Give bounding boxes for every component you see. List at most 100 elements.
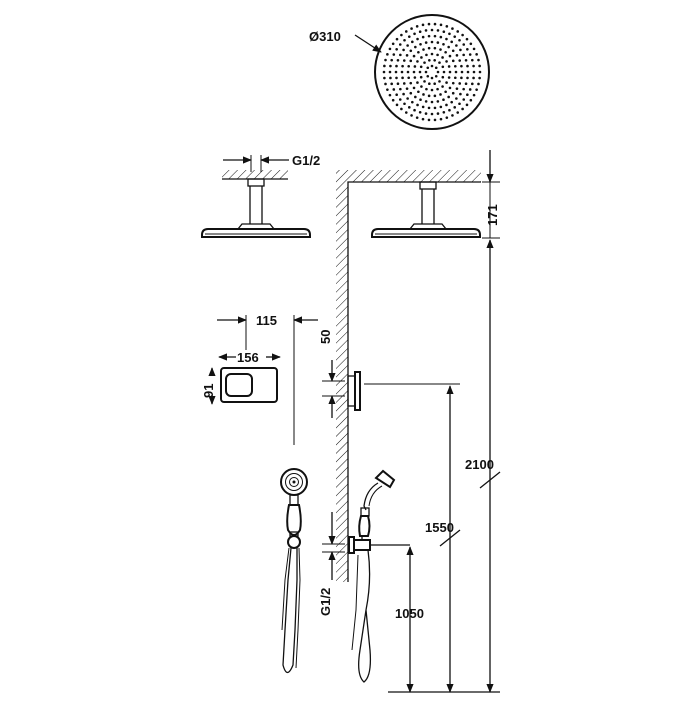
nozzle-dot (451, 91, 455, 95)
nozzle-dot (451, 59, 455, 63)
nozzle-dot (464, 59, 468, 62)
nozzle-dot (472, 76, 475, 80)
nozzle-dot (416, 103, 419, 107)
nozzle-dot (412, 70, 416, 74)
nozzle-dot (425, 53, 428, 57)
nozzle-dot (458, 59, 462, 62)
nozzle-dot (426, 74, 430, 78)
nozzle-dot (419, 42, 422, 46)
dimension-91: 91 (201, 367, 216, 405)
nozzle-dot (466, 64, 469, 68)
nozzle-dot (465, 37, 469, 41)
nozzle-dot (462, 98, 466, 101)
nozzle-dot (395, 76, 398, 80)
nozzle-dot (447, 45, 450, 49)
nozzle-dot (460, 76, 463, 80)
nozzle-dot (433, 59, 436, 62)
nozzle-dot (402, 48, 405, 52)
nozzle-dot (402, 92, 405, 96)
nozzle-dot (418, 111, 422, 114)
nozzle-dot (472, 64, 475, 68)
nozzle-dot (401, 76, 404, 80)
nozzle-dot (468, 88, 472, 91)
nozzle-dot (459, 92, 462, 96)
nozzle-dot (405, 54, 409, 57)
nozzle-dot (415, 116, 419, 119)
nozzle-dot (433, 106, 437, 110)
nozzle-dot (413, 32, 416, 36)
nozzle-dot (384, 82, 387, 86)
nozzle-dot (441, 56, 444, 59)
nozzle-dot (414, 45, 417, 49)
nozzle-dot (458, 82, 462, 85)
nozzle-dot (395, 47, 398, 51)
nozzle-dot (462, 53, 465, 57)
nozzle-dot (414, 95, 417, 99)
nozzle-dot (441, 85, 444, 88)
nozzle-dot (448, 108, 451, 112)
nozzle-dot (448, 70, 452, 74)
nozzle-dot (469, 98, 473, 102)
nozzle-dots (382, 22, 482, 122)
nozzle-dot (468, 53, 472, 56)
hand-shower-front (280, 468, 308, 674)
nozzle-dot (412, 54, 416, 58)
wall-section (336, 170, 481, 582)
nozzle-dot (456, 111, 460, 114)
nozzle-dot (383, 64, 386, 68)
mixer-plate-front (220, 367, 278, 403)
nozzle-dot (404, 111, 408, 114)
nozzle-dot (416, 37, 419, 41)
nozzle-dot (450, 100, 453, 104)
nozzle-dot (402, 82, 406, 85)
nozzle-dot (388, 70, 392, 74)
nozzle-dot (390, 58, 394, 62)
nozzle-dot (466, 76, 469, 80)
nozzle-dot (451, 49, 455, 53)
nozzle-dot (410, 114, 413, 117)
nozzle-dot (413, 65, 417, 68)
nozzle-dot (454, 76, 457, 80)
dimension-115: 115 (217, 313, 318, 445)
nozzle-dot (439, 23, 443, 27)
nozzle-dot (413, 76, 417, 79)
nozzle-dot (433, 118, 437, 122)
nozzle-dot (451, 114, 454, 117)
nozzle-dot (434, 74, 438, 78)
nozzle-dot (416, 60, 419, 63)
dimension-1050: 1050 (395, 546, 424, 693)
nozzle-dot (439, 117, 443, 121)
nozzle-dot (430, 100, 434, 104)
nozzle-dot (391, 42, 395, 46)
nozzle-dot (386, 88, 389, 91)
nozzle-dot (425, 87, 428, 91)
height-91-label: 91 (201, 384, 216, 398)
nozzle-dot (433, 22, 437, 26)
nozzle-dot (439, 93, 442, 96)
nozzle-dot (382, 70, 386, 74)
nozzle-dot (395, 64, 398, 68)
nozzle-dot (455, 44, 458, 47)
nozzle-dot (448, 86, 452, 90)
dimension-171: 171 (482, 150, 500, 239)
nozzle-dot (428, 82, 431, 85)
nozzle-dot (430, 88, 434, 92)
nozzle-dot (462, 87, 465, 91)
nozzle-dot (466, 93, 469, 97)
inlet-bottom-label: G1/2 (318, 588, 333, 616)
nozzle-dot (460, 70, 464, 74)
nozzle-dot (427, 94, 431, 98)
nozzle-dot (453, 106, 457, 109)
nozzle-dot (384, 58, 387, 62)
nozzle-dot (405, 87, 409, 90)
nozzle-dot (472, 93, 476, 97)
nozzle-dot (458, 102, 461, 106)
nozzle-dot (436, 100, 440, 103)
nozzle-dot (436, 112, 440, 115)
diameter-callout: Ø310 (309, 29, 382, 53)
nozzle-dot (448, 54, 452, 58)
nozzle-dot (436, 53, 439, 57)
nozzle-dot (423, 61, 426, 64)
nozzle-dot (439, 48, 442, 51)
nozzle-dot (383, 76, 386, 80)
